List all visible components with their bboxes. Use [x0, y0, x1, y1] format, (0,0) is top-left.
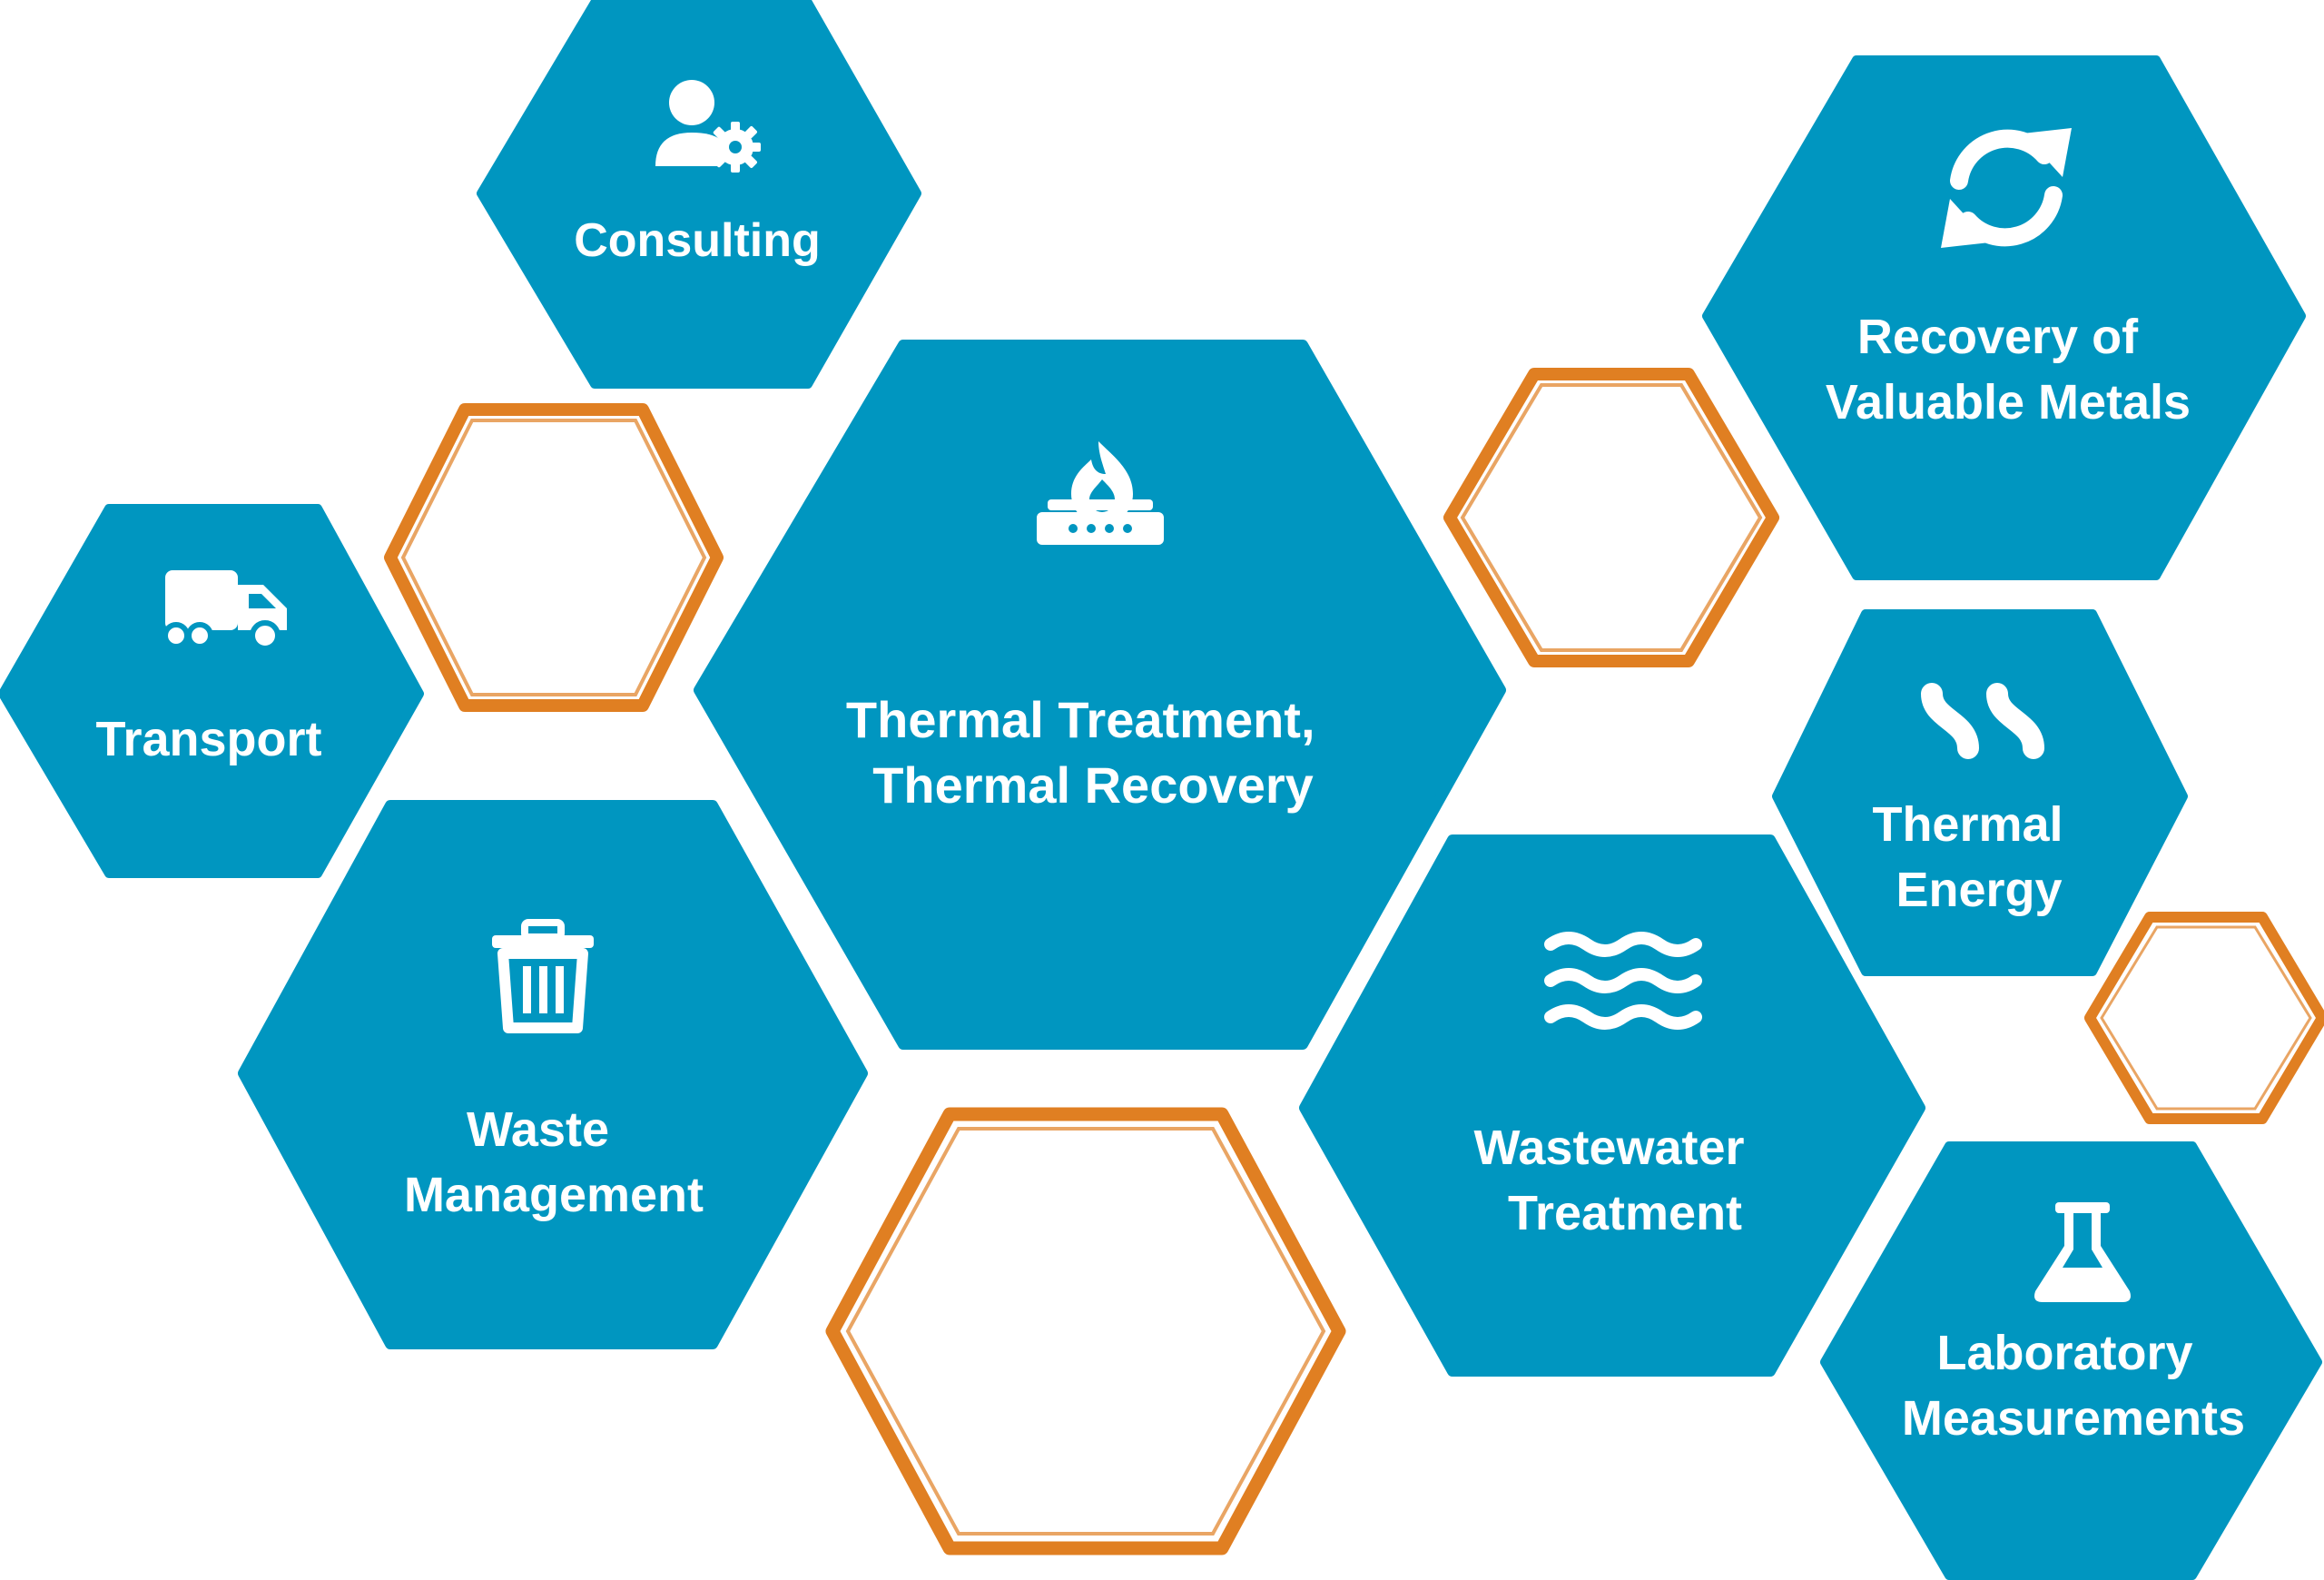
hex-transport-line-1: Transport [95, 712, 321, 766]
flask-icon [2034, 1202, 2131, 1302]
hex-waste-management-label: Waste Management [404, 1102, 704, 1222]
hex-thermal-energy: Thermal Energy [1772, 609, 2188, 976]
hex-recovery-metals-label: Recovery of Valuable Metals [1826, 310, 2191, 430]
hex-transport-label: Transport [95, 712, 321, 766]
hex-laboratory-line-1: Laboratory [1936, 1326, 2192, 1380]
hex-laboratory-label: Laboratory Measurements [1902, 1326, 2245, 1446]
outline-hexagon-2 [1443, 368, 1779, 667]
hex-wastewater-label: Wastewater Treatment [1473, 1121, 1758, 1240]
hex-thermal-treatment-line-2: Thermal Recovery [872, 756, 1314, 814]
truck-icon [162, 570, 287, 651]
hex-wastewater-line-2: Treatment [1508, 1186, 1742, 1240]
outline-hexagon-1 [384, 403, 724, 712]
hex-waste-management-line-2: Management [404, 1168, 704, 1222]
hex-thermal-energy-label: Thermal Energy [1872, 797, 2076, 917]
outline-hexagon-3 [2084, 912, 2324, 1124]
hex-wastewater-line-1: Wastewater [1473, 1121, 1744, 1175]
hex-consulting: Consulting [477, 0, 921, 389]
trash-bin-icon [492, 919, 594, 1033]
hex-recovery-metals: Recovery of Valuable Metals [1702, 55, 2306, 580]
hex-thermal-energy-line-1: Thermal [1872, 797, 2063, 852]
hex-recovery-metals-line-1: Recovery of [1857, 310, 2139, 364]
hex-consulting-label: Consulting [574, 214, 821, 267]
hex-laboratory: Laboratory Measurements [1820, 1141, 2322, 1580]
hex-waste-management-line-1: Waste [467, 1102, 609, 1157]
flame-burner-icon [1037, 441, 1164, 545]
hex-laboratory-line-2: Measurements [1902, 1391, 2245, 1446]
hex-consulting-line-1: Consulting [574, 214, 821, 267]
hex-waste-management: Waste Management [238, 800, 868, 1349]
outline-hexagon-4 [825, 1107, 1346, 1555]
hex-thermal-energy-line-2: Energy [1896, 863, 2062, 917]
water-waves-icon [1544, 932, 1702, 1030]
hex-wastewater: Wastewater Treatment [1299, 834, 1925, 1377]
hex-transport: Transport [0, 504, 424, 878]
hex-thermal-treatment: Thermal Treatment, Thermal Recovery [694, 340, 1506, 1050]
heat-waves-icon [1921, 683, 2044, 759]
hex-recovery-metals-line-2: Valuable Metals [1826, 375, 2191, 430]
refresh-arrows-icon [1941, 128, 2072, 248]
hex-thermal-treatment-line-1: Thermal Treatment, [846, 691, 1315, 748]
hex-thermal-treatment-label: Thermal Treatment, Thermal Recovery [846, 691, 1329, 814]
user-gear-icon [655, 80, 761, 173]
